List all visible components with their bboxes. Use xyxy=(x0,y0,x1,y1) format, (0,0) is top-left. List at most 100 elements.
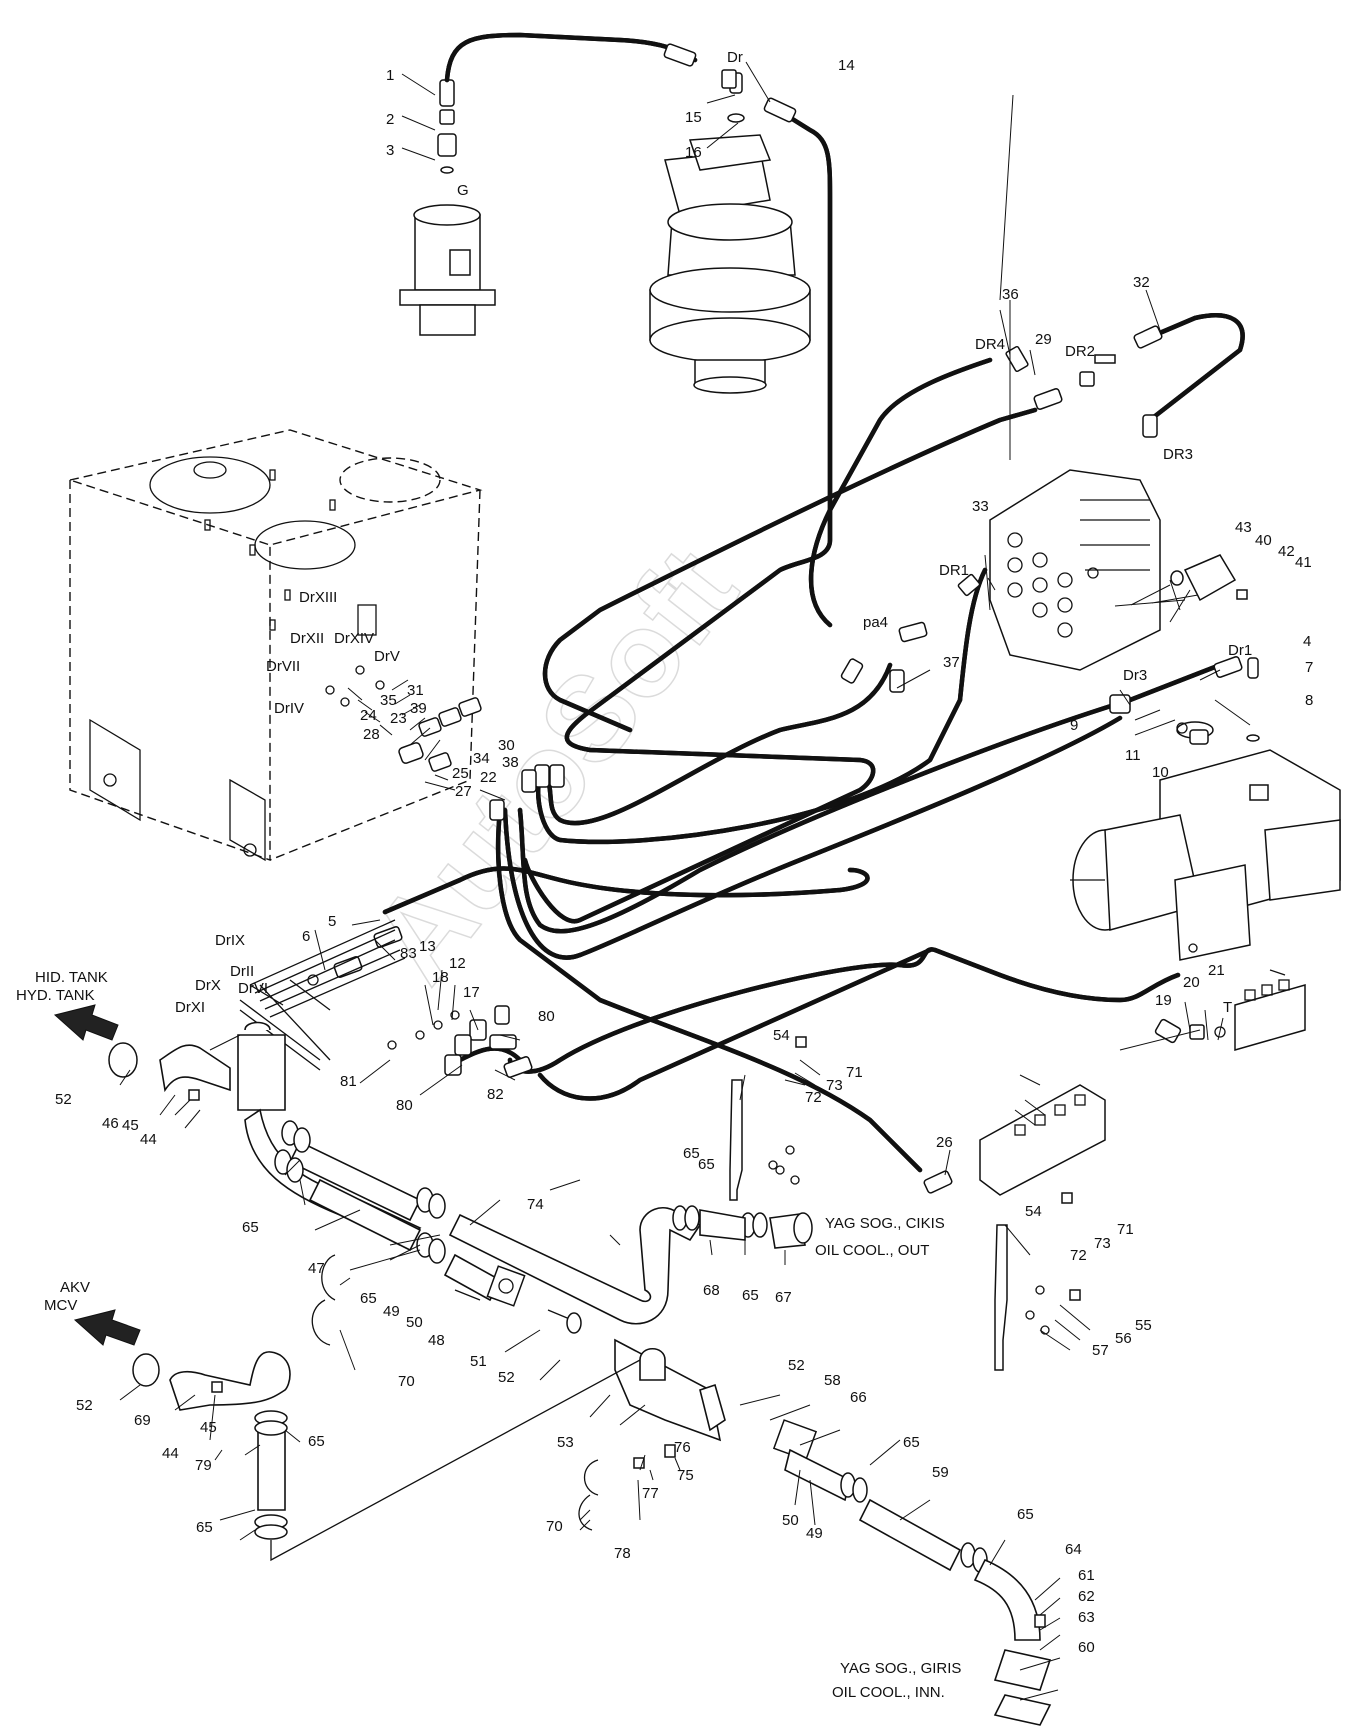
callout: 57 xyxy=(1092,1342,1109,1359)
callout: 31 xyxy=(407,682,424,699)
callout: 78 xyxy=(614,1545,631,1562)
callout: 38 xyxy=(502,754,519,771)
callout: 65 xyxy=(196,1519,213,1536)
callout: 50 xyxy=(782,1512,799,1529)
callout: 30 xyxy=(498,737,515,754)
callout: 52 xyxy=(788,1357,805,1374)
callout: 42 xyxy=(1278,543,1295,560)
callout-numbers: 1 2 3 14 15 16 36 29 32 33 43 40 42 41 3… xyxy=(55,57,1313,1656)
callout: 14 xyxy=(838,57,855,74)
swivel-joint xyxy=(399,79,496,336)
callout: 19 xyxy=(1155,992,1172,1009)
callout: 39 xyxy=(410,700,427,717)
callout: 6 xyxy=(302,928,310,945)
callout: 32 xyxy=(1133,274,1150,291)
port-t: T xyxy=(1223,999,1232,1016)
port-dr: Dr xyxy=(727,49,743,66)
note-mcv: MCV xyxy=(44,1297,77,1314)
port-drxii: DrXII xyxy=(290,630,324,647)
callout: 8 xyxy=(1305,692,1313,709)
callout: 72 xyxy=(1070,1247,1087,1264)
note-oil-cool-out-tr: YAG SOG., CIKIS xyxy=(825,1215,945,1232)
callout: 56 xyxy=(1115,1330,1132,1347)
port-drvii: DrVII xyxy=(266,658,300,675)
flow-arrow-tank xyxy=(53,1004,119,1041)
callout: 67 xyxy=(775,1289,792,1306)
callout: 18 xyxy=(432,969,449,986)
callout: 73 xyxy=(826,1077,843,1094)
main-pump xyxy=(1070,657,1341,976)
callout: 25 xyxy=(452,765,469,782)
callout: 24 xyxy=(360,707,377,724)
swing-motor xyxy=(649,72,811,394)
port-dr3-pump: Dr3 xyxy=(1123,667,1147,684)
callout: 27 xyxy=(455,783,472,800)
callout: 51 xyxy=(470,1353,487,1370)
port-dr1-pump: Dr1 xyxy=(1228,642,1252,659)
main-control-valve xyxy=(989,469,1248,671)
callout: 77 xyxy=(642,1485,659,1502)
port-dr3-upper: DR3 xyxy=(1163,446,1193,463)
callout: 41 xyxy=(1295,554,1312,571)
note-oil-cool-in-en: OIL COOL., INN. xyxy=(832,1684,945,1701)
note-oil-cool-in-tr: YAG SOG., GIRIS xyxy=(840,1660,961,1677)
callout: 62 xyxy=(1078,1588,1095,1605)
callout: 52 xyxy=(76,1397,93,1414)
callout: 69 xyxy=(134,1412,151,1429)
callout: 82 xyxy=(487,1086,504,1103)
bracket-54-left xyxy=(729,1036,807,1201)
callout: 22 xyxy=(480,769,497,786)
callout: 81 xyxy=(340,1073,357,1090)
callout: 48 xyxy=(428,1332,445,1349)
callout: 43 xyxy=(1235,519,1252,536)
port-dr2: DR2 xyxy=(1065,343,1095,360)
callout: 79 xyxy=(195,1457,212,1474)
callout: 65 xyxy=(242,1219,259,1236)
callout: 73 xyxy=(1094,1235,1111,1252)
callout: 15 xyxy=(685,109,702,126)
callout: 20 xyxy=(1183,974,1200,991)
callout: 65 xyxy=(698,1156,715,1173)
callout: 13 xyxy=(419,938,436,955)
callout: 45 xyxy=(200,1419,217,1436)
oil-cooler-piping xyxy=(108,979,1052,1726)
callout: 65 xyxy=(308,1433,325,1450)
callout: 68 xyxy=(703,1282,720,1299)
callout: 4 xyxy=(1303,633,1311,650)
callout: 63 xyxy=(1078,1609,1095,1626)
port-drxi: DrXI xyxy=(175,999,205,1016)
callout: 53 xyxy=(557,1434,574,1451)
callout: 65 xyxy=(683,1145,700,1162)
callout: 1 xyxy=(386,67,394,84)
callout: 44 xyxy=(140,1131,157,1148)
callout: 65 xyxy=(1017,1506,1034,1523)
leader-lines xyxy=(119,61,1251,1701)
callout: 70 xyxy=(546,1518,563,1535)
callout: 44 xyxy=(162,1445,179,1462)
callout: 36 xyxy=(1002,286,1019,303)
callout: 10 xyxy=(1152,764,1169,781)
callout: 21 xyxy=(1208,962,1225,979)
flow-arrow-mcv xyxy=(73,1309,141,1346)
callout: 66 xyxy=(850,1389,867,1406)
callout: 74 xyxy=(527,1196,544,1213)
callout: 75 xyxy=(677,1467,694,1484)
callout: 80 xyxy=(396,1097,413,1114)
callout: 2 xyxy=(386,111,394,128)
callout: 33 xyxy=(972,498,989,515)
note-akv: AKV xyxy=(60,1279,90,1296)
callout: 7 xyxy=(1305,659,1313,676)
note-hyd-tank: HYD. TANK xyxy=(16,987,95,1004)
callout: 12 xyxy=(449,955,466,972)
callout: 64 xyxy=(1065,1541,1082,1558)
callout: 71 xyxy=(1117,1221,1134,1238)
port-g: G xyxy=(457,182,469,199)
port-drv: DrV xyxy=(374,648,400,665)
callout: 71 xyxy=(846,1064,863,1081)
callout: 83 xyxy=(400,945,417,962)
callout: 49 xyxy=(383,1303,400,1320)
callout: 52 xyxy=(55,1091,72,1108)
port-drvi: DrVI xyxy=(238,980,268,997)
callout: 70 xyxy=(398,1373,415,1390)
